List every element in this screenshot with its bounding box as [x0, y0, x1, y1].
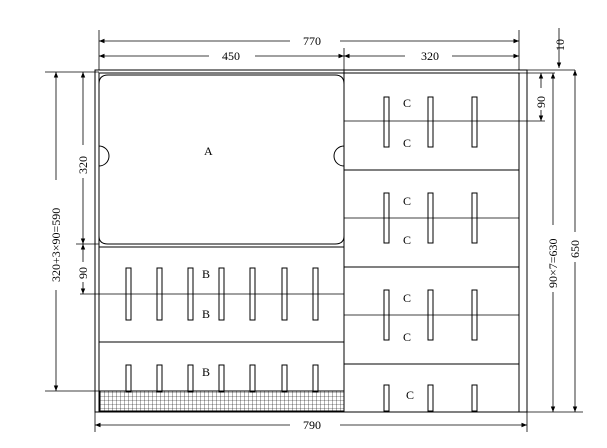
region-c-label: C [406, 388, 414, 402]
inner-frame [98, 72, 520, 413]
dim-right-step: 90 [534, 96, 548, 108]
region-c-label: C [403, 136, 411, 150]
dim-top-right: 320 [421, 49, 439, 63]
b-slot [156, 364, 163, 393]
dim-left-a: 320 [76, 156, 90, 174]
dim-left-outer: 320+3×90=590 [49, 208, 63, 282]
mesh-strip [99, 390, 345, 412]
region-c-label: C [403, 233, 411, 247]
region-c-label: C [403, 330, 411, 344]
b-slot [125, 364, 132, 393]
dim-left-b: 90 [76, 267, 90, 279]
b-slot [281, 364, 288, 393]
b-slot [218, 364, 225, 393]
dim-right-outer: 650 [568, 240, 582, 258]
region-b-label: B [202, 365, 210, 379]
c-slot [383, 384, 390, 412]
region-b-label: B [202, 307, 210, 321]
dim-top-total: 770 [303, 34, 321, 48]
region-c-label: C [403, 96, 411, 110]
c-slot [471, 384, 478, 412]
c-slot [471, 96, 478, 148]
region-b-label: B [202, 267, 210, 281]
c-slot [427, 384, 434, 412]
c-slot [427, 96, 434, 148]
region-c-label: C [403, 194, 411, 208]
dim-top-left: 450 [222, 49, 240, 63]
c-slot [383, 96, 390, 148]
region-c-label: C [403, 291, 411, 305]
region-a-label: A [204, 144, 213, 158]
b-slot [249, 364, 256, 393]
dim-bottom-total: 790 [303, 418, 321, 432]
b-slot-row-2 [125, 364, 319, 393]
b-slot [312, 364, 319, 393]
dim-right-inner: 90×7=630 [546, 238, 560, 288]
dim-corner: 10 [553, 39, 567, 51]
region-a-outline [98, 74, 345, 245]
b-slot [187, 364, 194, 393]
